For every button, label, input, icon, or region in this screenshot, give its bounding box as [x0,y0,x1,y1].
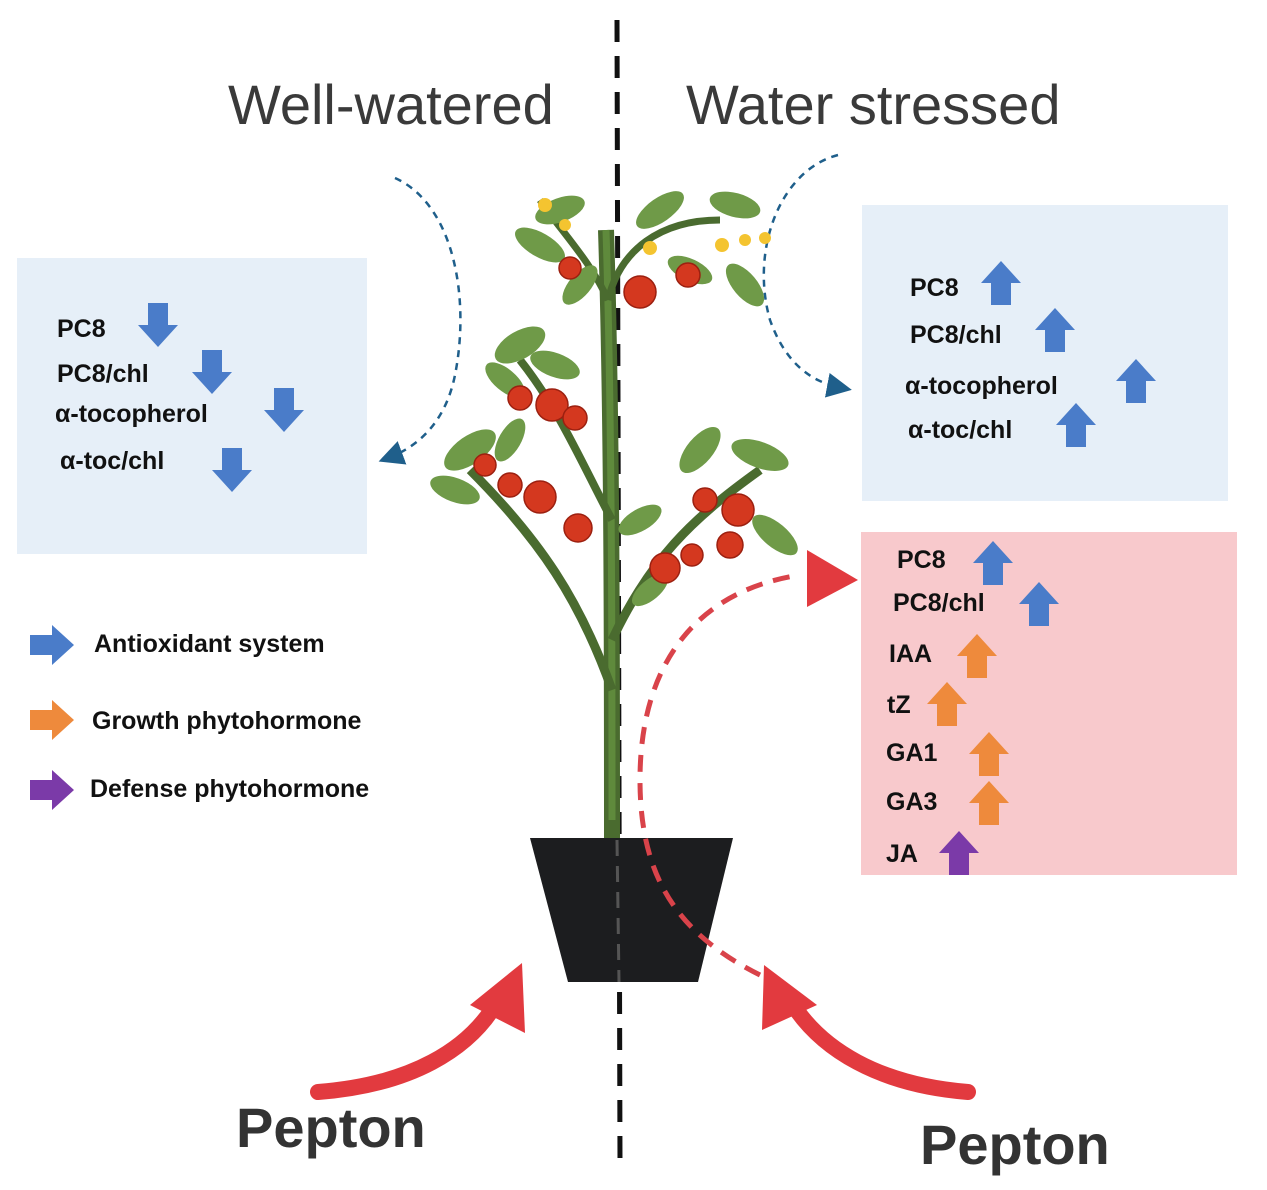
legend-arrow-icon-0 [30,625,74,665]
left-pepton-arrow [310,992,506,1100]
water-stressed-box [862,205,1228,501]
ww-label-pc8-chl: PC8/chl [57,360,149,388]
legend-label-growth: Growth phytohormone [92,707,362,735]
heading-well-watered: Well-watered [228,73,554,136]
tomato-plant-illustration [430,191,798,841]
ws-up-arrow-icon-0 [981,261,1021,305]
pp-up-arrow-icon-3 [927,682,967,726]
pp-up-arrow-icon-6 [939,831,979,875]
legend-label-antioxidant: Antioxidant system [94,630,325,658]
ww-label-pc8: PC8 [57,315,106,343]
ww-label-alpha-tocopherol: α-tocopherol [55,400,208,428]
ws-label-alpha-toc-chl: α-toc/chl [908,416,1013,444]
pp-up-arrow-icon-1 [1019,582,1059,626]
ws-label-pc8-chl: PC8/chl [910,321,1002,349]
pepton-label-right: Pepton [920,1113,1110,1176]
pepton-label-left: Pepton [236,1096,426,1159]
legend-label-defense: Defense phytohormone [90,775,370,803]
legend-arrow-icon-2 [30,770,74,810]
right-pepton-arrowhead [762,965,817,1030]
pp-up-arrow-icon-2 [957,634,997,678]
ww-down-arrow-icon-3 [212,448,252,492]
left-pepton-arrowhead [470,963,525,1033]
legend-arrow-icon-1 [30,700,74,740]
pp-label-pc8-chl: PC8/chl [893,589,985,617]
ws-up-arrow-icon-3 [1056,403,1096,447]
ww-down-arrow-icon-1 [192,350,232,394]
left-dashed-arrow [378,176,462,465]
pp-label-ga1: GA1 [886,739,938,767]
ws-label-alpha-tocopherol: α-tocopherol [905,372,1058,400]
pepton-effect-arrowhead [807,550,858,607]
pepton-box [861,532,1237,875]
heading-water-stressed: Water stressed [686,73,1061,136]
right-pepton-arrow [782,992,976,1100]
pp-up-arrow-icon-5 [969,781,1009,825]
pp-up-arrow-icon-4 [969,732,1009,776]
pp-label-iaa: IAA [889,640,933,668]
pp-label-ja: JA [886,840,918,868]
right-dashed-arrow [762,153,852,398]
ws-up-arrow-icon-1 [1035,308,1075,352]
pp-label-ga3: GA3 [886,788,938,816]
ws-up-arrow-icon-2 [1116,359,1156,403]
pp-label-pc8: PC8 [897,546,946,574]
well-watered-box [17,258,367,554]
ww-down-arrow-icon-0 [138,303,178,347]
ww-label-alpha-toc-chl: α-toc/chl [60,447,165,475]
plant-pot [530,838,733,982]
pp-up-arrow-icon-0 [973,541,1013,585]
ww-down-arrow-icon-2 [264,388,304,432]
pp-label-tz: tZ [887,691,911,719]
ws-label-pc8: PC8 [910,274,959,302]
